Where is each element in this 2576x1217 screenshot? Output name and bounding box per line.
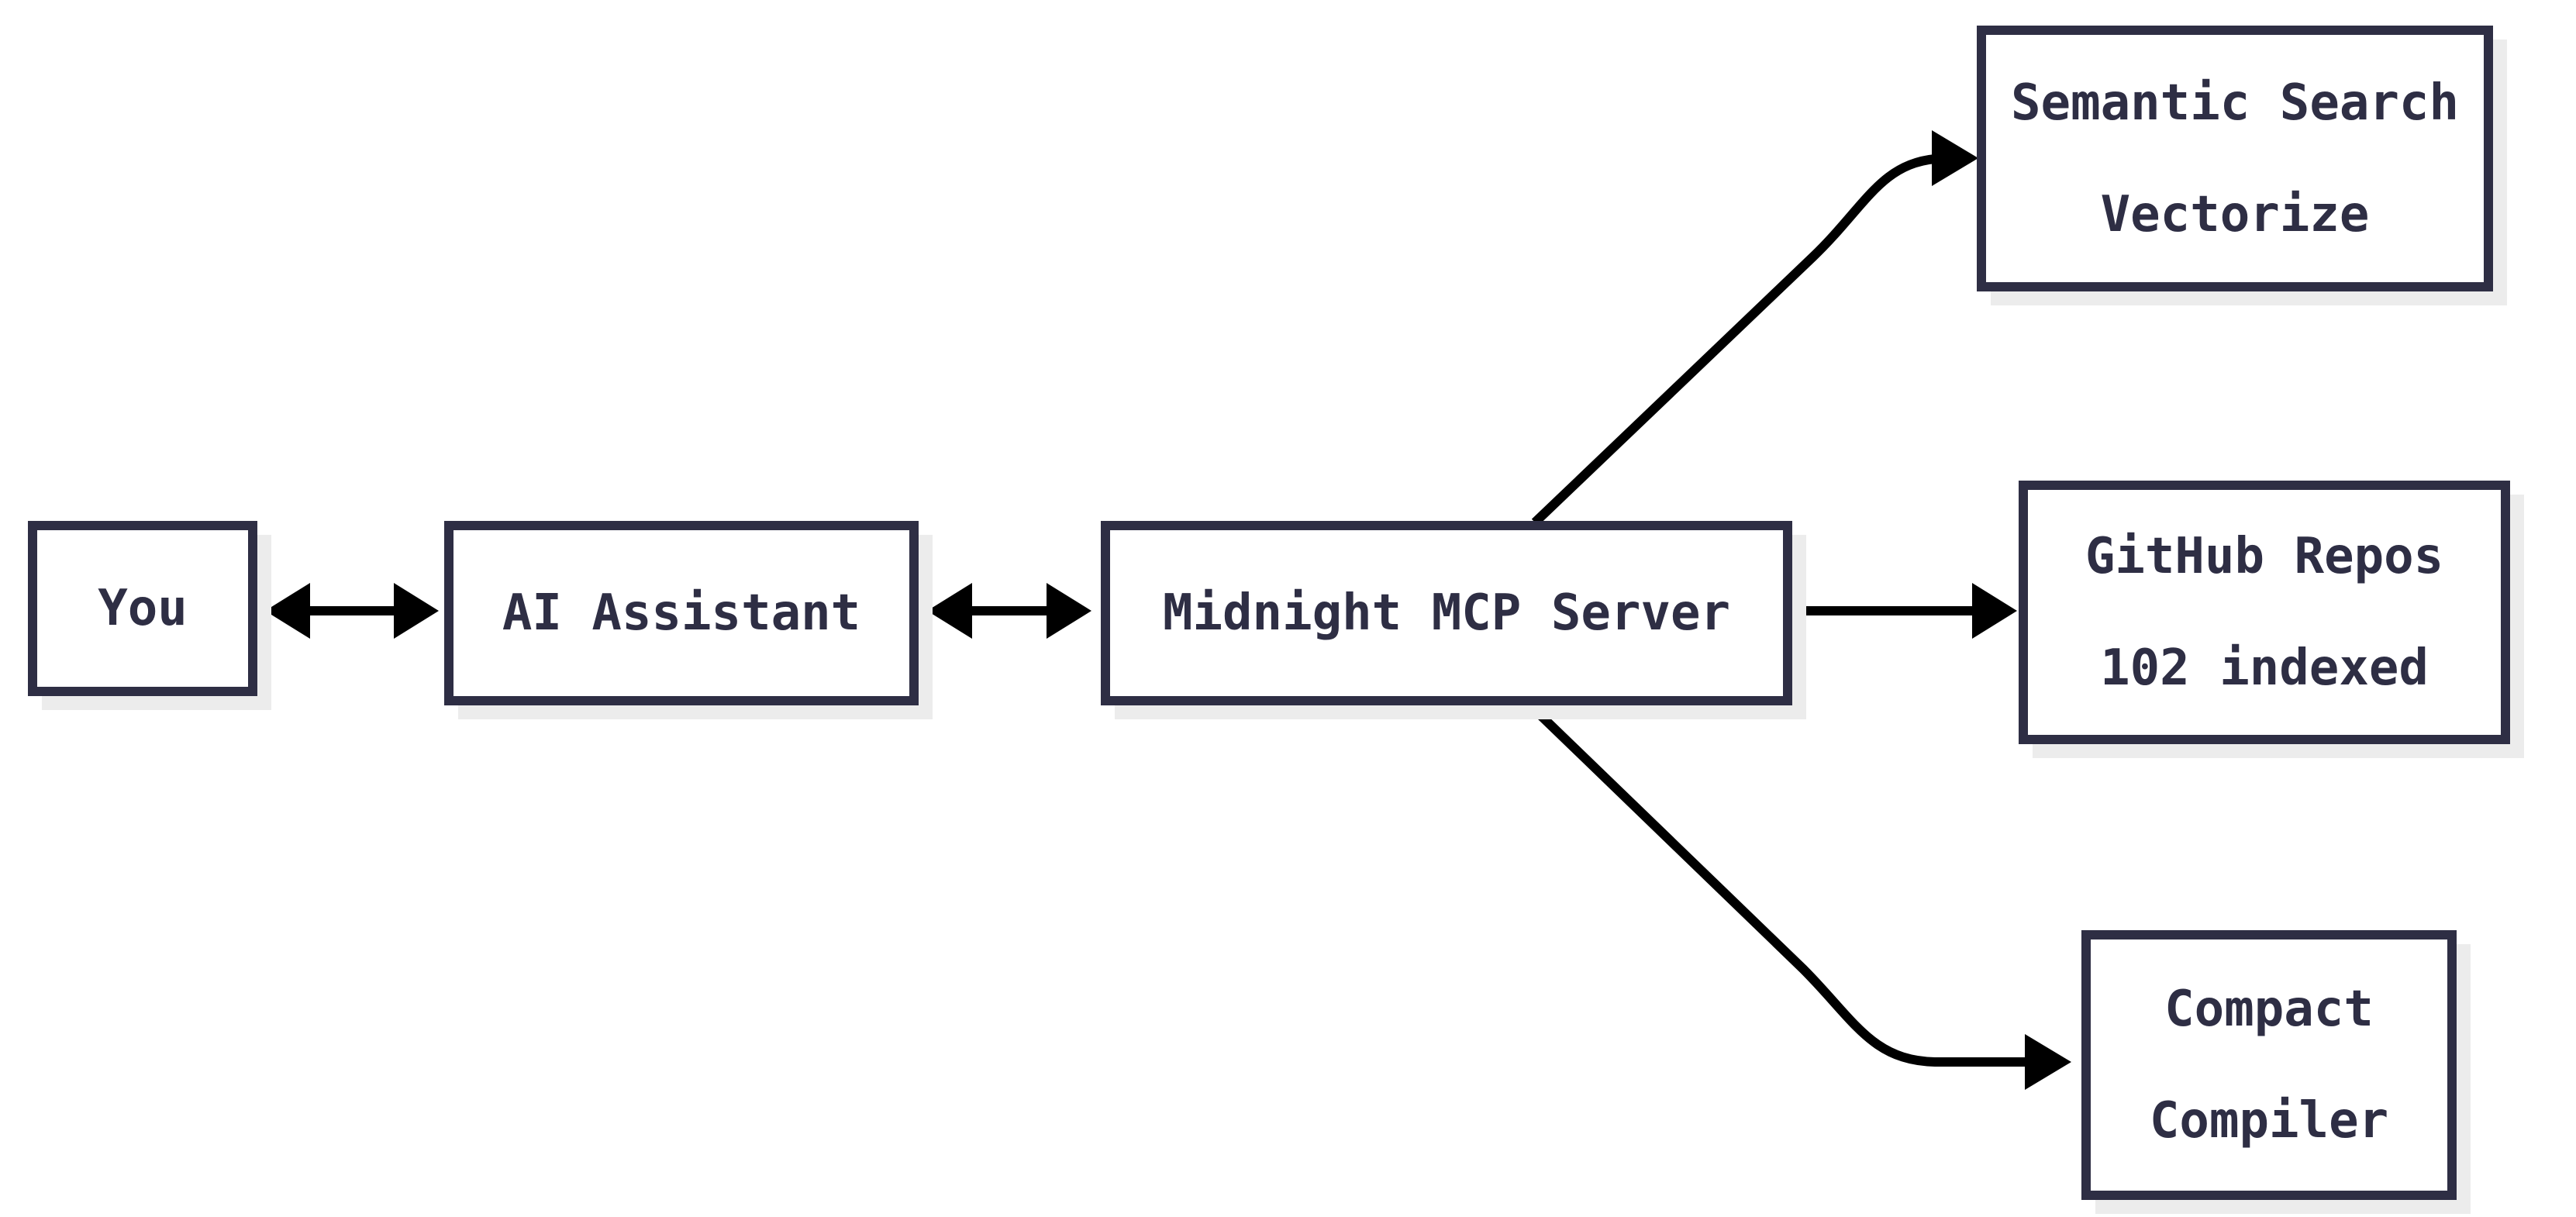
- edge-mcp-semantic-arrow: [1531, 130, 1978, 526]
- node-semantic-search-label-line2: Vectorize: [2100, 185, 2370, 243]
- arrowhead-right-icon: [394, 583, 439, 639]
- node-mcp-server: Midnight MCP Server: [1101, 521, 1792, 705]
- arrowhead-left-icon: [927, 583, 972, 639]
- node-semantic-search-label-line1: Semantic Search: [2011, 74, 2459, 132]
- node-github-repos-label-line2: 102 indexed: [2100, 640, 2429, 697]
- arrowhead-right-icon: [2025, 1034, 2071, 1090]
- node-ai-assistant: AI Assistant: [444, 521, 919, 705]
- node-semantic-search: Semantic Search Vectorize: [1977, 26, 2493, 291]
- node-github-repos-label-line1: GitHub Repos: [2085, 528, 2444, 585]
- edge-mcp-compact-arrow: [1525, 700, 2071, 1090]
- edge-you-ai-arrow: [265, 583, 439, 639]
- edge-ai-mcp-arrow: [927, 583, 1091, 639]
- arrowhead-left-icon: [265, 583, 310, 639]
- edge-mcp-github-arrow: [1792, 583, 2017, 639]
- node-compact-compiler: Compact Compiler: [2081, 930, 2457, 1200]
- arrowhead-right-icon: [1972, 583, 2017, 639]
- arrowhead-right-icon: [1932, 130, 1978, 186]
- node-compact-compiler-label-line1: Compact: [2164, 981, 2374, 1038]
- node-you: You: [28, 521, 257, 696]
- node-ai-assistant-label: AI Assistant: [502, 584, 861, 642]
- arrowhead-right-icon: [1047, 583, 1091, 639]
- node-compact-compiler-label-line2: Compiler: [2149, 1092, 2389, 1150]
- node-github-repos: GitHub Repos 102 indexed: [2019, 481, 2510, 744]
- node-you-label: You: [98, 580, 188, 637]
- node-mcp-server-label: Midnight MCP Server: [1162, 584, 1731, 642]
